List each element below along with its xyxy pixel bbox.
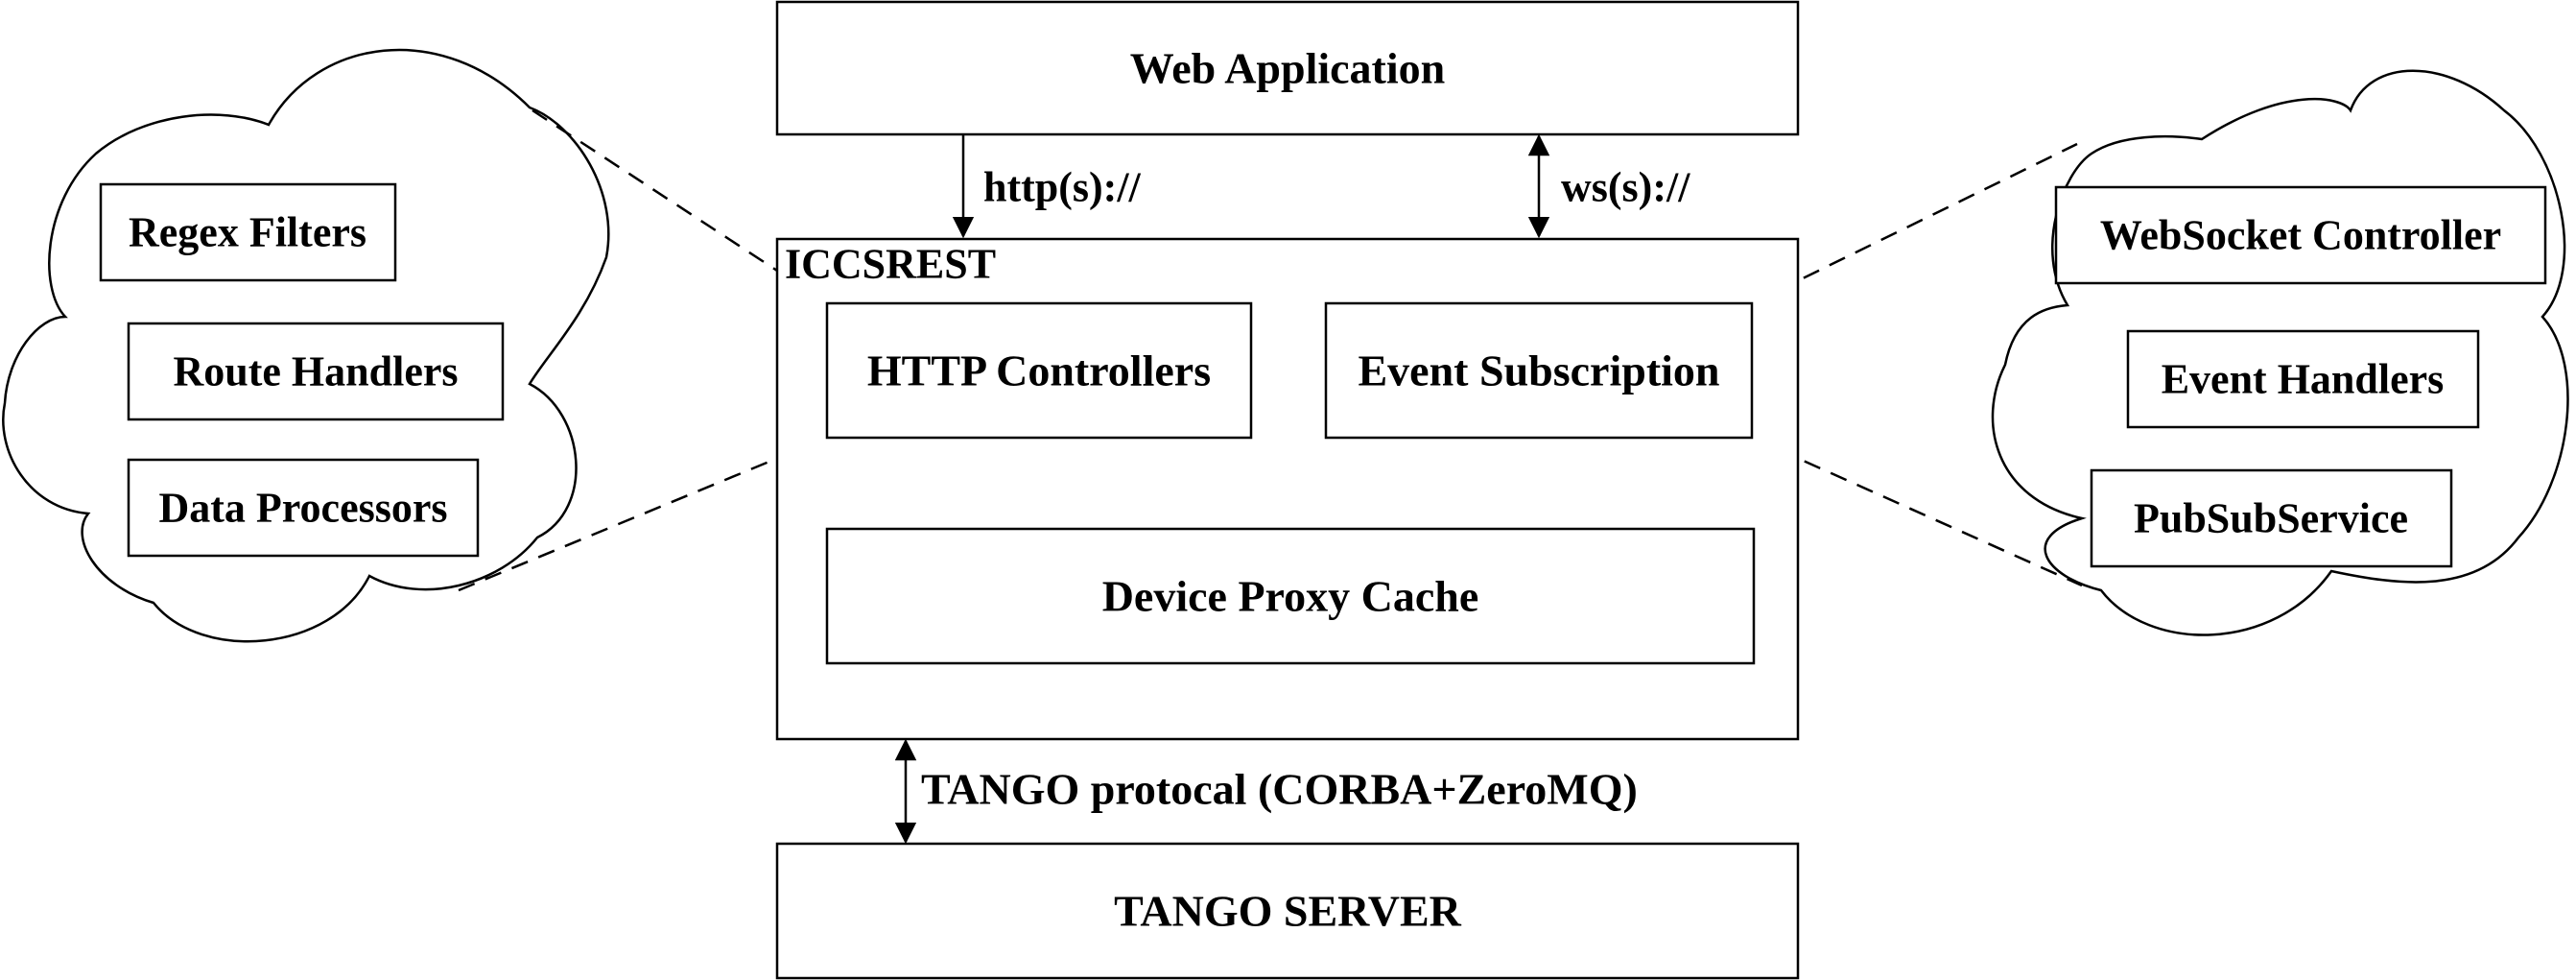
- websocket-controller-label: WebSocket Controller: [2100, 212, 2501, 259]
- web-application-label: Web Application: [1130, 44, 1445, 93]
- data-processors-box: [127, 458, 480, 558]
- data-processors-label: Data Processors: [159, 485, 448, 532]
- event-subscription-label: Event Subscription: [1358, 347, 1719, 395]
- tango-server-box: [775, 842, 1800, 980]
- right-cloud-bottom-connector: [1751, 436, 2083, 587]
- right-cloud-shape: [1991, 69, 2569, 636]
- right-cloud-top-connector: [1751, 142, 2078, 305]
- regex-filters-box: [99, 182, 397, 282]
- tango-protocol-label: TANGO protocal (CORBA+ZeroMQ): [921, 765, 1638, 814]
- event-handlers-label: Event Handlers: [2162, 356, 2445, 403]
- event-subscription-box: [1324, 301, 1754, 440]
- websocket-controller-box: [2054, 185, 2547, 285]
- event-handlers-box: [2126, 329, 2480, 429]
- left-cloud: Regex Filters Route Handlers Data Proces…: [2, 48, 610, 643]
- pubsubservice-label: PubSubService: [2134, 495, 2408, 542]
- device-proxy-cache-box: [825, 527, 1756, 665]
- route-handlers-label: Route Handlers: [174, 348, 459, 395]
- pubsubservice-box: [2090, 468, 2453, 568]
- ws-label: ws(s)://: [1561, 164, 1690, 211]
- right-cloud: WebSocket Controller Event Handlers PubS…: [1991, 69, 2569, 636]
- left-cloud-bottom-connector: [458, 436, 828, 592]
- http-controllers-box: [825, 301, 1253, 440]
- iccsrest-title: ICCSREST: [785, 241, 996, 288]
- device-proxy-cache-label: Device Proxy Cache: [1102, 572, 1479, 621]
- web-application-box: [775, 0, 1800, 136]
- regex-filters-label: Regex Filters: [129, 209, 366, 256]
- route-handlers-box: [127, 322, 505, 421]
- tango-server-label: TANGO SERVER: [1114, 887, 1462, 936]
- http-controllers-label: HTTP Controllers: [867, 347, 1211, 395]
- left-cloud-shape: [2, 48, 610, 643]
- http-label: http(s)://: [983, 164, 1142, 211]
